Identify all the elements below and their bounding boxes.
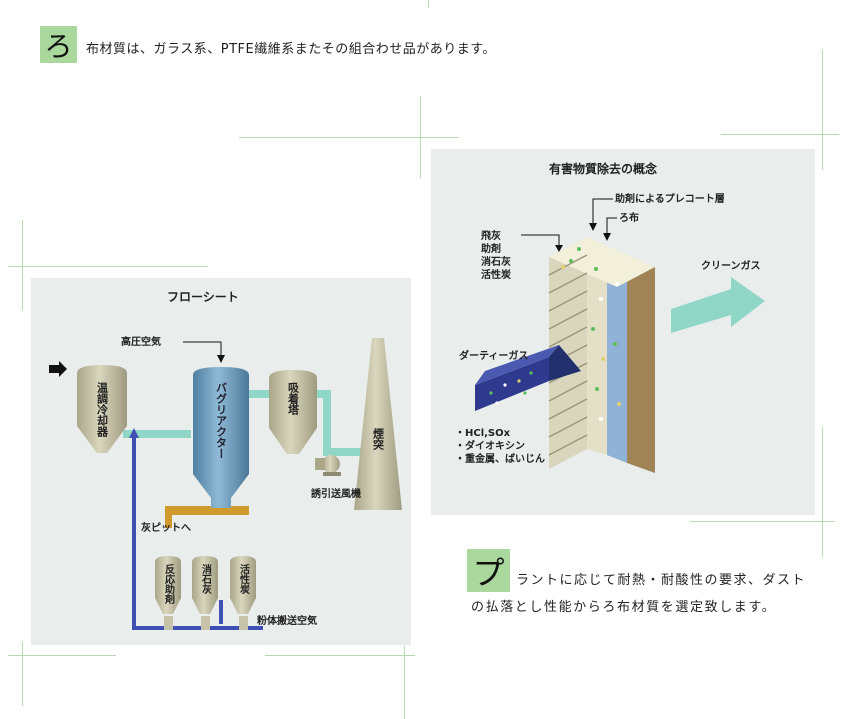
guide-line (8, 655, 116, 656)
plant-line-1: ラントに応じて耐熱・耐酸性の要求、ダスト (516, 573, 807, 588)
adsorber-label: 吸着塔 (287, 382, 301, 416)
guide-line (265, 655, 415, 656)
pollutant-label: ・HCl,SOx (455, 428, 511, 439)
silo-reactant-label: 反応助剤 (163, 563, 176, 605)
guide-line (822, 427, 823, 557)
particle-pointer-arrow (555, 245, 563, 252)
ash-pit-label: 灰ピットへ (141, 521, 191, 534)
compressed-air-arrow (217, 355, 225, 363)
guide-line (690, 521, 835, 522)
guide-line (404, 646, 405, 719)
pollutant-label: ・重金属、ばいじん (455, 452, 545, 465)
dirty-gas-arrow (475, 345, 581, 411)
chimney (354, 338, 402, 510)
concept-title: 有害物質除去の概念 (549, 161, 657, 176)
flow-title: フローシート (167, 290, 239, 304)
cloth-pointer (606, 217, 617, 235)
particle-pointer (521, 234, 560, 247)
intro-text: 布材質は、ガラス系、PTFE繊維系またその組合わせ品があります。 (86, 42, 496, 57)
guide-line (239, 137, 459, 138)
cloth-label: ろ布 (619, 211, 639, 224)
clean-gas-label: クリーンガス (701, 259, 761, 272)
reactor-vessel (193, 367, 249, 508)
compressed-air-line (183, 341, 222, 358)
particle-label: 活性炭 (481, 268, 511, 281)
chimney-label: 煙突 (372, 427, 385, 451)
ash-duct (165, 506, 172, 528)
silo-feeder (239, 616, 248, 630)
concept-diagram: 有害物質除去の概念 クリーンガス (431, 149, 815, 515)
silo-carbon (230, 556, 256, 614)
silo-feeder (164, 616, 173, 630)
air-line-arrow (129, 428, 139, 438)
adsorber-vessel (269, 370, 317, 454)
silo-lime (192, 556, 218, 614)
fan-label: 誘引送風機 (311, 487, 361, 500)
guide-line (22, 642, 23, 706)
plant-line-2: の払落とし性能からろ布材質を選定致します。 (471, 600, 777, 615)
inlet-arrow (49, 361, 67, 377)
precoat-pointer-arrow (589, 223, 597, 231)
guide-line (8, 266, 208, 267)
cloth-pointer-arrow (603, 233, 611, 241)
cooler-label: 温調冷却器 (96, 381, 110, 438)
silo-reactant (155, 556, 181, 614)
dirty-gas-label: ダーティーガス (459, 349, 528, 362)
particle-label: 飛灰 (480, 229, 501, 242)
gas-duct (123, 430, 191, 438)
intro-initial: ろ (40, 26, 77, 63)
reactor-label: バグリアクター (215, 382, 228, 459)
silo-carbon-label: 活性炭 (238, 563, 251, 595)
cooler-vessel (77, 365, 127, 453)
filter-block (549, 237, 655, 473)
clean-gas-arrow (671, 277, 765, 333)
induced-draft-fan (315, 455, 341, 476)
flow-sheet-diagram: フローシート 温調冷却器 バグリアクター 吸着塔 煙突 誘引送風機 高圧空気 灰… (31, 278, 411, 645)
particle-label: 消石灰 (481, 255, 511, 268)
guide-line (721, 134, 839, 135)
pollutant-label: ・ダイオキシン (455, 439, 525, 452)
precoat-label: 助剤によるプレコート層 (615, 192, 725, 205)
captured-particles (561, 247, 621, 421)
guide-line (428, 0, 429, 8)
silo-lime-label: 消石灰 (200, 563, 213, 595)
ash-duct (165, 506, 249, 515)
gas-duct (249, 390, 269, 398)
gas-duct (317, 390, 367, 456)
transport-air-label: 粉体搬送空気 (257, 614, 317, 627)
plant-initial: プ (467, 549, 510, 592)
silo-feeder (201, 616, 210, 630)
guide-line (822, 50, 823, 170)
compressed-air-label: 高圧空気 (121, 335, 161, 348)
precoat-pointer (592, 198, 613, 225)
guide-line (22, 220, 23, 310)
particle-label: 助剤 (481, 242, 501, 255)
